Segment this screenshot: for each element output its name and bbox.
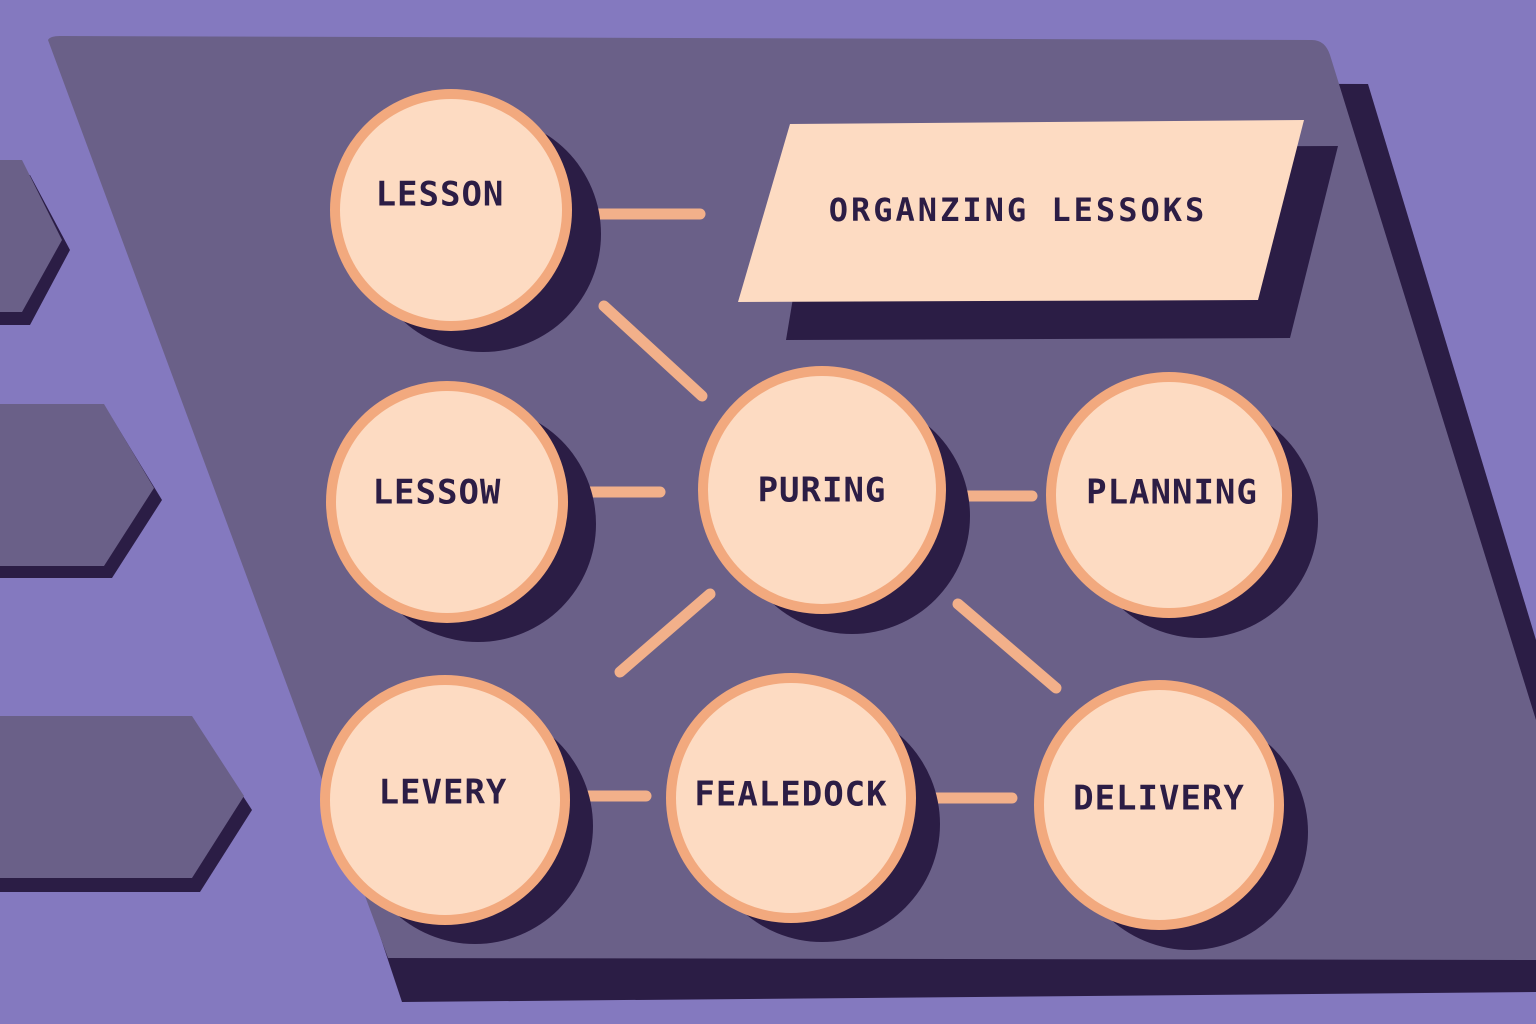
node-planning: PLANNING [1046,372,1318,638]
node-label: FEALEDOCK [694,775,887,815]
node-fill [336,391,558,613]
side-tab-2 [0,404,154,566]
banner-box [738,120,1304,302]
node-fill [1056,382,1282,608]
title-banner: ORGANZING LESSOKS [738,120,1338,340]
node-label: PLANNING [1086,473,1258,513]
arrow-puring-levery [614,588,716,678]
node-fill [340,99,562,321]
node-puring: PURING [698,366,970,634]
nodes: LESSON LESSOW PURING PLANNING LEVERY [320,89,1318,950]
node-fealedock: FEALEDOCK [666,673,940,942]
node-label: LESSOW [373,473,502,513]
node-label: LEVERY [379,773,508,813]
arrow-planning-delivery [952,598,1062,694]
connections [572,208,1062,804]
node-fill [330,685,560,915]
arrow-lesson-top-puring [598,300,708,402]
side-tab-1 [0,160,62,312]
node-label: PURING [758,471,887,511]
node-label: DELIVERY [1073,779,1245,819]
side-tab-3 [0,716,244,878]
node-fill [1044,690,1274,920]
node-delivery: DELIVERY [1034,680,1308,950]
node-lesson-middle: LESSOW [326,381,596,642]
node-label: LESSON [376,175,505,215]
node-lesson-top: LESSON [330,89,601,352]
node-fill [708,376,936,604]
node-levery: LEVERY [320,675,593,944]
banner-label: ORGANZING LESSOKS [829,191,1208,229]
node-fill [676,683,906,913]
side-tabs [0,160,252,892]
